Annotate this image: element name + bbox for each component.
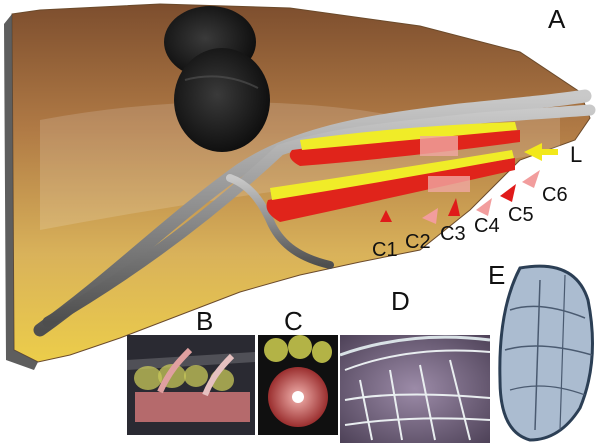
muscle-pink-lower	[428, 176, 470, 192]
label-l: L	[570, 142, 582, 167]
panel-label-b: B	[196, 306, 213, 336]
panel-c-image	[258, 335, 338, 435]
panel-a-render	[4, 3, 596, 370]
panel-label-a: A	[548, 4, 566, 34]
label-c5: C5	[508, 204, 534, 226]
label-c6: C6	[542, 184, 568, 206]
arrow-c6	[522, 170, 540, 188]
panel-b-image	[127, 335, 255, 435]
label-c4: C4	[474, 215, 500, 237]
muscle-yellow-lower	[270, 150, 514, 200]
arrow-c2	[422, 208, 438, 224]
arrow-l	[524, 143, 558, 161]
muscle-yellow-upper	[300, 122, 517, 150]
label-c3: C3	[440, 223, 466, 245]
label-c2: C2	[405, 231, 431, 253]
panel-label-e: E	[488, 260, 505, 290]
arrow-c3	[448, 198, 460, 216]
panel-e-histology	[498, 264, 594, 442]
arrow-c5	[500, 184, 516, 202]
muscle-pink-upper	[420, 136, 458, 156]
muscle-red-upper	[289, 130, 520, 166]
panel-d-histology	[339, 335, 491, 443]
tissue-block	[11, 3, 591, 363]
panel-label-d: D	[391, 286, 410, 316]
arrow-c4	[476, 198, 492, 216]
arrow-c1	[380, 210, 392, 222]
panel-label-c: C	[284, 306, 303, 336]
vessel-branch	[226, 174, 334, 269]
annotation-arrows	[380, 143, 558, 224]
dark-cavity-lower	[174, 48, 270, 152]
muscle-red-lower	[266, 158, 515, 222]
tissue-left-face	[4, 14, 38, 370]
label-c1: C1	[372, 239, 398, 261]
